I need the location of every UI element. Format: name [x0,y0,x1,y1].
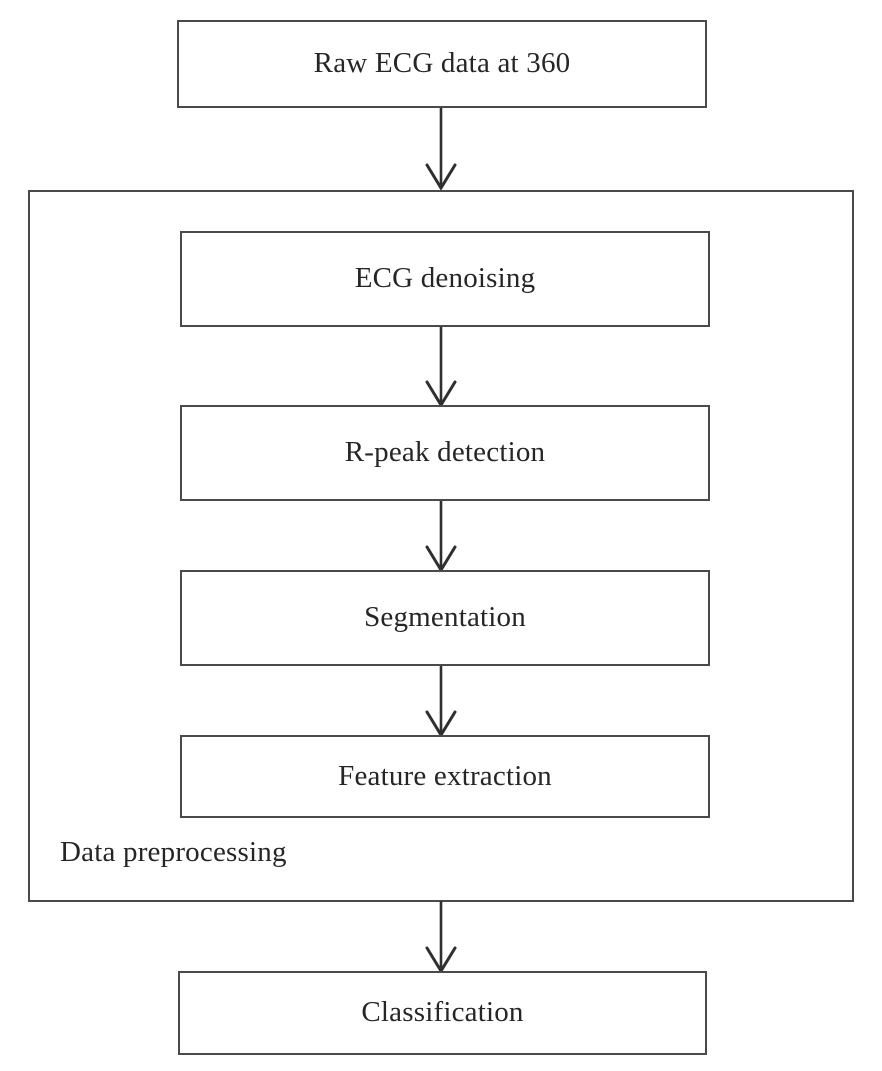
node-classification[interactable]: Classification [178,971,707,1055]
arrow-denoising-to-rpeak [425,327,457,408]
node-r-peak-detection[interactable]: R-peak detection [180,405,710,501]
node-raw-ecg-data[interactable]: Raw ECG data at 360 [177,20,707,108]
arrow-raw-to-preprocessing [425,108,457,191]
node-label-classification: Classification [361,996,524,1029]
arrow-segmentation-to-feature-extraction [425,666,457,738]
node-label-ecg-denoising: ECG denoising [354,262,536,295]
node-label-r-peak-detection: R-peak detection [344,436,546,469]
arrow-preprocessing-to-classification [425,901,457,974]
arrow-rpeak-to-segmentation [425,501,457,573]
node-segmentation[interactable]: Segmentation [180,570,710,666]
node-ecg-denoising[interactable]: ECG denoising [180,231,710,327]
node-label-feature-extraction: Feature extraction [338,759,552,792]
node-label-segmentation: Segmentation [364,601,526,634]
node-label-raw-ecg-data: Raw ECG data at 360 [313,47,571,80]
node-feature-extraction[interactable]: Feature extraction [180,735,710,818]
group-caption-data-preprocessing: Data preprocessing [60,836,287,868]
